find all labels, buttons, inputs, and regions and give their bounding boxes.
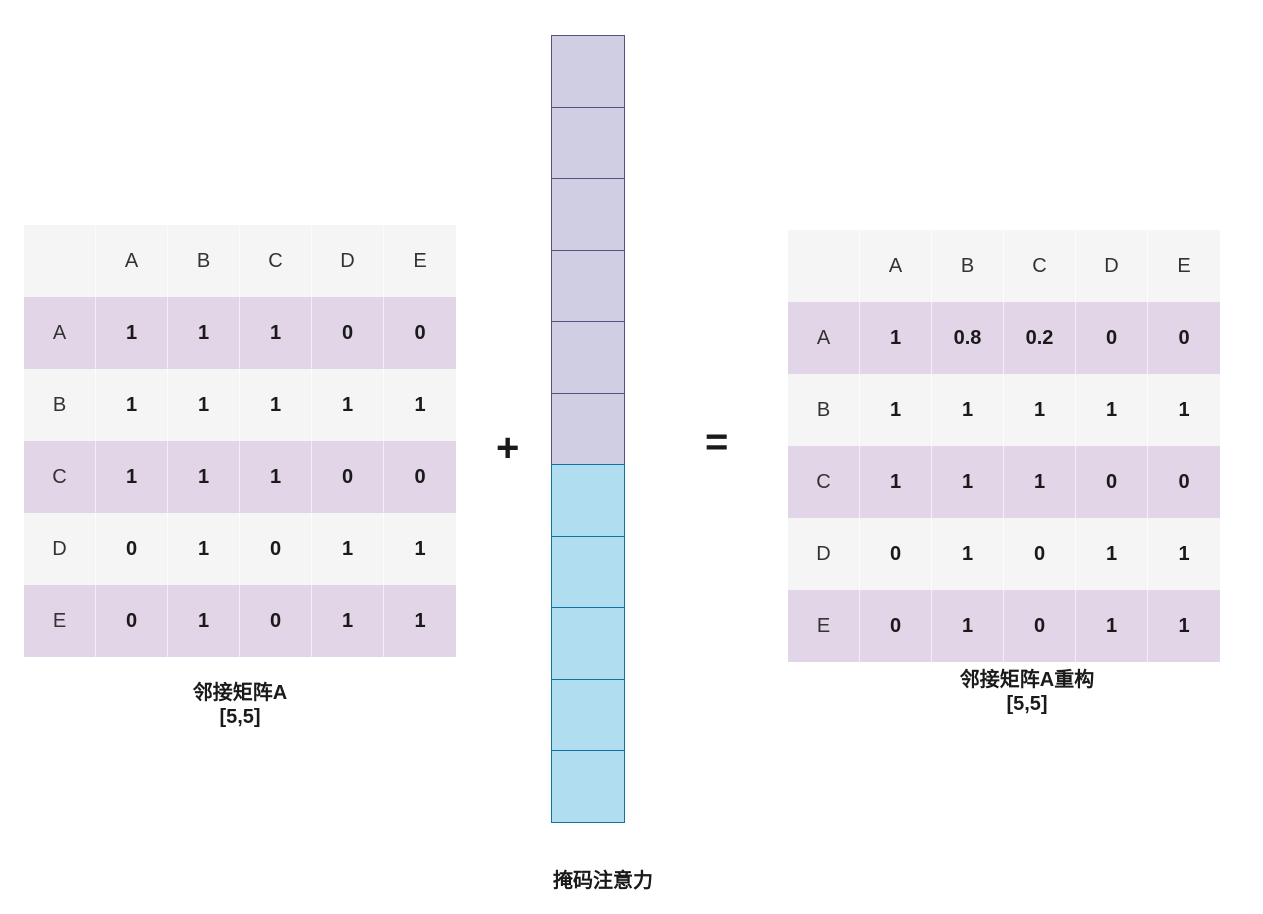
matrix-row-header: D [24, 513, 96, 585]
matrix-value-cell: 1 [1148, 374, 1220, 446]
matrix-row-header: B [24, 369, 96, 441]
matrix-column-header: B [168, 225, 240, 297]
matrix-value-cell: 1 [1076, 374, 1148, 446]
matrix-value-cell: 1 [932, 518, 1004, 590]
mask-segment-blue [551, 750, 625, 823]
matrix-value-cell: 0.8 [932, 302, 1004, 374]
matrix-value-cell: 0 [860, 518, 932, 590]
mask-segment-purple [551, 106, 625, 180]
matrix-right-shape: [5,5] [1006, 693, 1048, 715]
mask-segment-blue [551, 678, 625, 752]
matrix-right-caption: 邻接矩阵A重构 [5,5] [900, 668, 1154, 716]
matrix-value-cell: 1 [932, 374, 1004, 446]
matrix-value-cell: 1 [860, 446, 932, 518]
matrix-value-cell: 1 [932, 446, 1004, 518]
matrix-column-header: A [860, 230, 932, 302]
matrix-value-cell: 0 [240, 585, 312, 657]
equals-operator: = [705, 420, 729, 464]
matrix-row-header: B [788, 374, 860, 446]
matrix-value-cell: 1 [860, 302, 932, 374]
matrix-column-header: C [240, 225, 312, 297]
matrix-value-cell: 1 [932, 590, 1004, 662]
matrix-corner-cell [24, 225, 96, 297]
matrix-corner-cell [788, 230, 860, 302]
mask-segment-purple [551, 249, 625, 323]
matrix-value-cell: 1 [384, 585, 456, 657]
matrix-value-cell: 1 [168, 513, 240, 585]
matrix-value-cell: 1 [96, 369, 168, 441]
matrix-value-cell: 1 [168, 585, 240, 657]
matrix-column-header: E [384, 225, 456, 297]
matrix-value-cell: 1 [168, 297, 240, 369]
mask-segment-blue [551, 535, 625, 609]
matrix-value-cell: 0 [1148, 446, 1220, 518]
matrix-value-cell: 1 [384, 513, 456, 585]
matrix-value-cell: 0 [96, 585, 168, 657]
matrix-right-title: 邻接矩阵A重构 [959, 669, 1095, 691]
matrix-row-header: D [788, 518, 860, 590]
mask-attention-caption: 掩码注意力 [553, 870, 653, 892]
mask-segment-purple [551, 35, 625, 108]
matrix-value-cell: 0 [96, 513, 168, 585]
matrix-value-cell: 1 [168, 369, 240, 441]
matrix-value-cell: 1 [384, 369, 456, 441]
mask-segment-blue [551, 607, 625, 680]
mask-segment-blue [551, 464, 625, 537]
matrix-value-cell: 0 [1004, 590, 1076, 662]
matrix-value-cell: 1 [1148, 518, 1220, 590]
matrix-value-cell: 0 [1004, 518, 1076, 590]
matrix-value-cell: 0 [312, 441, 384, 513]
matrix-value-cell: 1 [240, 441, 312, 513]
matrix-value-cell: 0 [1148, 302, 1220, 374]
matrix-column-header: E [1148, 230, 1220, 302]
matrix-column-header: A [96, 225, 168, 297]
matrix-row-header: C [788, 446, 860, 518]
matrix-value-cell: 1 [860, 374, 932, 446]
matrix-value-cell: 0 [1076, 302, 1148, 374]
matrix-value-cell: 1 [1004, 374, 1076, 446]
matrix-row-header: E [788, 590, 860, 662]
matrix-value-cell: 1 [312, 513, 384, 585]
matrix-column-header: C [1004, 230, 1076, 302]
matrix-value-cell: 1 [240, 297, 312, 369]
mask-segment-purple [551, 321, 625, 394]
matrix-value-cell: 0 [384, 441, 456, 513]
matrix-value-cell: 1 [312, 369, 384, 441]
matrix-row-header: A [24, 297, 96, 369]
matrix-left-shape: [5,5] [219, 706, 261, 728]
matrix-value-cell: 1 [312, 585, 384, 657]
matrix-left-caption: 邻接矩阵A [5,5] [140, 681, 340, 729]
plus-operator: + [496, 426, 520, 470]
matrix-value-cell: 0 [384, 297, 456, 369]
matrix-row-header: C [24, 441, 96, 513]
matrix-value-cell: 1 [1004, 446, 1076, 518]
matrix-row-header: A [788, 302, 860, 374]
matrix-column-header: D [1076, 230, 1148, 302]
matrix-value-cell: 1 [96, 441, 168, 513]
matrix-value-cell: 0 [240, 513, 312, 585]
matrix-value-cell: 1 [1076, 518, 1148, 590]
matrix-value-cell: 0 [860, 590, 932, 662]
matrix-value-cell: 0 [1076, 446, 1148, 518]
matrix-value-cell: 1 [96, 297, 168, 369]
matrix-column-header: B [932, 230, 1004, 302]
matrix-left-title: 邻接矩阵A [192, 682, 288, 704]
matrix-column-header: D [312, 225, 384, 297]
mask-segment-purple [551, 392, 625, 466]
matrix-value-cell: 1 [1148, 590, 1220, 662]
matrix-value-cell: 0.2 [1004, 302, 1076, 374]
mask-attention-bar [551, 35, 625, 823]
matrix-value-cell: 1 [240, 369, 312, 441]
matrix-value-cell: 1 [1076, 590, 1148, 662]
mask-segment-purple [551, 178, 625, 251]
matrix-row-header: E [24, 585, 96, 657]
matrix-value-cell: 1 [168, 441, 240, 513]
matrix-value-cell: 0 [312, 297, 384, 369]
